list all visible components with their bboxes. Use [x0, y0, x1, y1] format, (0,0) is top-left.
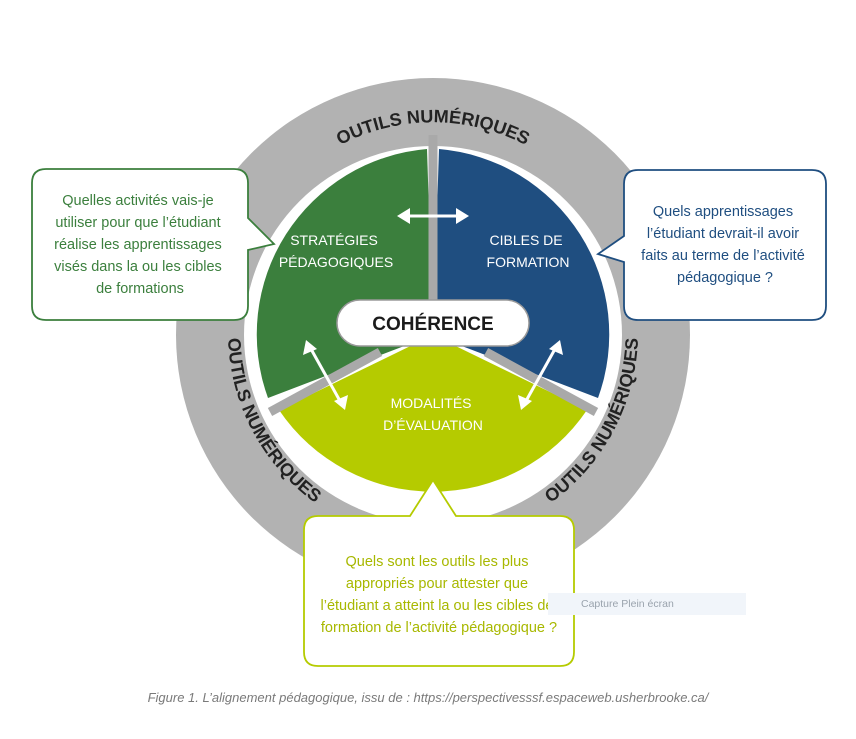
arrow-strategies-cibles — [397, 208, 469, 224]
coherence-label: COHÉRENCE — [372, 313, 493, 335]
callout-bottom-text: Quels sont les outils les plus approprié… — [321, 554, 558, 636]
divider-right — [483, 348, 599, 416]
figure-caption: Figure 1. L’alignement pédagogique, issu… — [147, 690, 709, 705]
callout-right-bubble — [595, 169, 827, 321]
arrow-cibles-modalites — [518, 340, 563, 410]
arrow-strategies-modalites — [303, 340, 348, 410]
cibles-label: CIBLES DE FORMATION — [487, 232, 570, 270]
callout-right-text: Quels apprentissages l’étudiant devrait-… — [641, 204, 809, 286]
callout-bottom-bubble — [303, 478, 575, 667]
divider-left — [267, 348, 383, 416]
callout-left-bubble — [31, 168, 276, 321]
modalites-sector — [279, 335, 587, 492]
callout-left-text: Quelles activités vais-je utiliser pour … — [54, 193, 226, 297]
coherence-badge — [336, 299, 530, 347]
strategies-label: STRATÉGIES PÉDAGOGIQUES — [279, 232, 393, 270]
modalites-label: MODALITÉS D’ÉVALUATION — [383, 395, 483, 433]
screen-capture-overlay-label[interactable]: Capture Plein écran — [548, 593, 746, 615]
